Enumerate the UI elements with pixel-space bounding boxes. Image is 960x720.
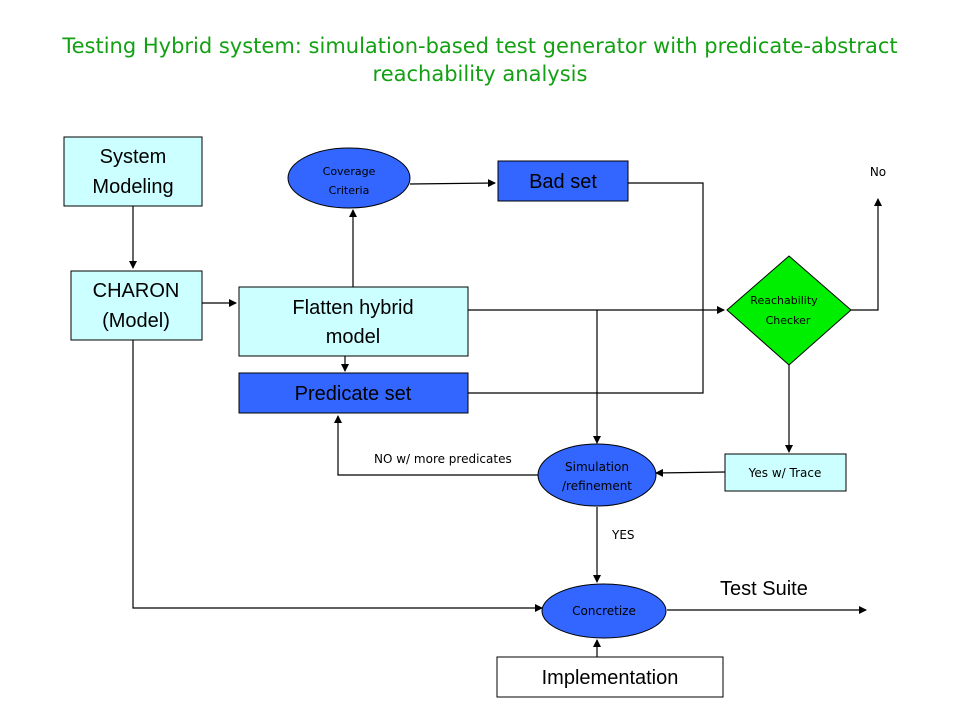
predicate-set-label: Predicate set [295,383,412,405]
node-predicate-set: Predicate set [238,372,469,414]
edge-coverage-to-badset [409,179,496,188]
coverage-line2: Criteria [329,184,370,197]
node-yes-with-trace: Yes w/ Trace [724,453,847,492]
concretize-label: Concretize [572,604,636,618]
edge-simulation-to-predicate [334,415,539,476]
simulation-line2: /refinement [562,479,632,493]
node-system-modeling: System Modeling [63,136,203,207]
edge-label-no-more-predicates: NO w/ more predicates [374,452,512,466]
node-charon: CHARON (Model) [70,270,203,341]
node-simulation-refinement: Simulation /refinement [537,443,657,507]
page-title: Testing Hybrid system: simulation-based … [0,32,960,88]
coverage-line1: Coverage [323,165,376,178]
node-implementation: Implementation [496,656,724,698]
flatten-line2: model [326,326,380,348]
node-coverage-criteria: Coverage Criteria [287,147,411,209]
system-modeling-line1: System [100,146,167,168]
flatten-line1: Flatten hybrid [292,297,413,319]
implementation-label: Implementation [542,667,679,689]
bad-set-label: Bad set [529,171,597,193]
simulation-line1: Simulation [565,460,629,474]
node-bad-set: Bad set [497,160,629,202]
system-modeling-line2: Modeling [92,176,173,198]
yes-trace-label: Yes w/ Trace [748,466,822,480]
node-flatten-hybrid-model: Flatten hybrid model [238,286,469,357]
charon-line2: (Model) [102,310,170,332]
reachability-line2: Checker [766,314,811,327]
node-concretize: Concretize [541,583,667,639]
edge-label-test-suite: Test Suite [720,578,808,600]
reachability-line1: Reachability [750,294,818,307]
title-line-2: reachability analysis [372,62,588,86]
edge-charon-to-concretize [132,340,543,612]
charon-line1: CHARON [93,280,180,302]
edge-reachability-to-no [851,198,882,311]
connectors [129,179,882,657]
edge-label-no: No [870,165,886,179]
node-reachability-checker: Reachability Checker [726,255,852,366]
edge-label-yes: YES [611,528,635,542]
edge-yes-to-simulation [655,468,726,477]
edge-badset-to-predicate [468,182,704,394]
title-line-1: Testing Hybrid system: simulation-based … [62,34,898,58]
